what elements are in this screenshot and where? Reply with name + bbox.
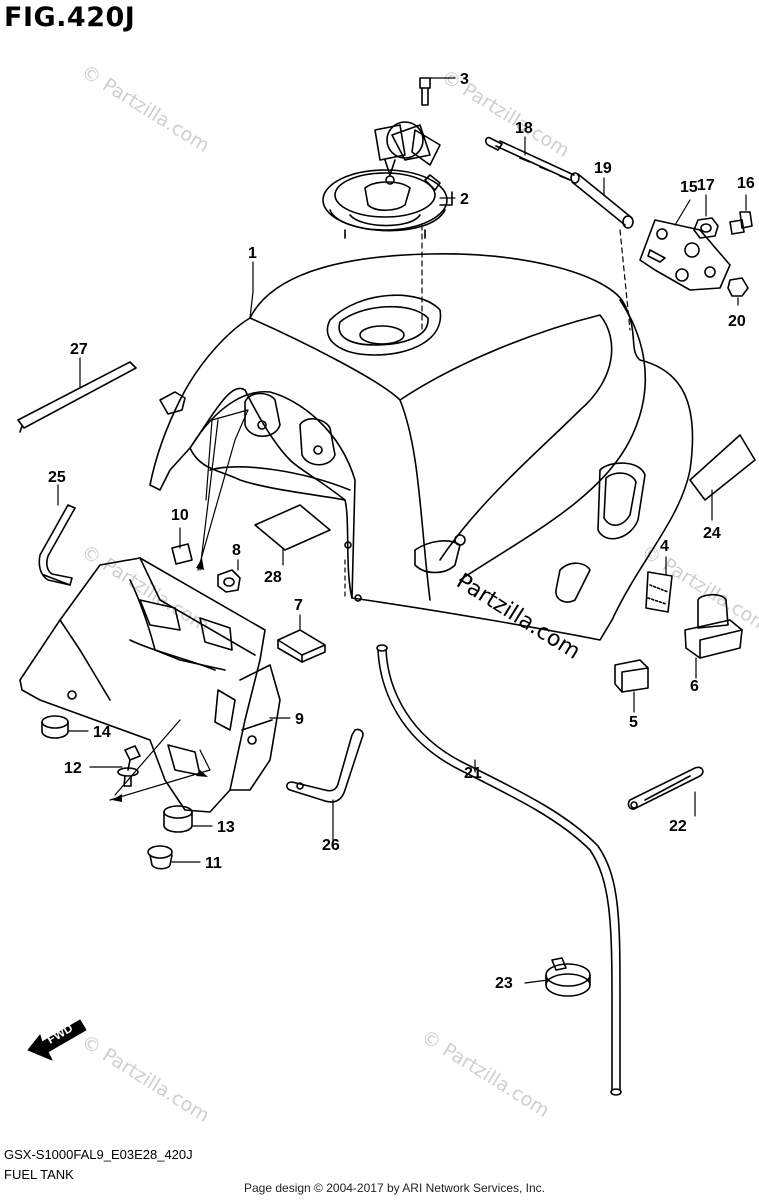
nut-17-part — [693, 217, 719, 239]
clamp-25-part — [38, 504, 76, 586]
bolt-16-part — [729, 211, 753, 235]
watermark-text: © Partzilla.com — [77, 1031, 213, 1127]
callout-12: 12 — [64, 760, 82, 777]
leader-arrowheads — [112, 558, 208, 802]
callout-3: 3 — [460, 71, 469, 88]
callout-21: 21 — [464, 765, 482, 782]
callout-28: 28 — [264, 569, 282, 586]
callout-6: 6 — [690, 678, 699, 695]
strap-22-part — [627, 766, 704, 810]
fuel-tank-part — [149, 253, 694, 641]
nut-20-part — [727, 277, 749, 297]
clip-10-part — [171, 543, 193, 565]
callout-2: 2 — [460, 191, 469, 208]
callout-17: 17 — [697, 177, 715, 194]
strip-27-part — [17, 361, 137, 433]
bracket-15-part — [639, 219, 731, 291]
diagram-name: FUEL TANK — [4, 1167, 74, 1182]
callout-19: 19 — [594, 160, 612, 177]
bolt-8-part — [217, 569, 241, 593]
copyright-notice: Page design © 2004-2017 by ARI Network S… — [244, 1181, 546, 1195]
grommet-14-part — [41, 715, 69, 739]
watermark-text: © Partzilla.com — [417, 1026, 553, 1122]
bracket-9-part — [19, 557, 281, 813]
callout-14: 14 — [93, 724, 111, 741]
model-code: GSX-S1000FAL9_E03E28_420J — [4, 1147, 193, 1162]
callout-1: 1 — [248, 245, 257, 262]
callout-4: 4 — [660, 538, 669, 555]
collar-11-part — [147, 845, 173, 870]
bolt-18-part — [485, 136, 575, 181]
label-24-part — [689, 434, 756, 501]
callout-7: 7 — [294, 597, 303, 614]
callout-15: 15 — [680, 179, 698, 196]
damper-4-part — [645, 571, 673, 613]
cushion-7-part — [277, 629, 326, 663]
clamp-26-part — [286, 728, 364, 803]
callout-23: 23 — [495, 975, 513, 992]
callout-13: 13 — [217, 819, 235, 836]
bolt-12-part — [117, 745, 141, 787]
callout-27: 27 — [70, 341, 88, 358]
forward-arrow: FWD — [27, 1019, 87, 1061]
callout-9: 9 — [295, 711, 304, 728]
figure-title: FIG.420J — [4, 2, 136, 33]
spacer-19-part — [570, 172, 634, 229]
callout-18: 18 — [515, 120, 533, 137]
callout-numbers: 3 2 1 18 19 15 17 16 20 27 25 10 8 28 7 … — [48, 71, 755, 992]
callout-11: 11 — [205, 855, 222, 872]
callout-10: 10 — [171, 507, 189, 524]
callout-5: 5 — [629, 714, 638, 731]
cushion-5-part — [614, 659, 649, 693]
callout-24: 24 — [703, 525, 721, 542]
callout-22: 22 — [669, 818, 687, 835]
callout-20: 20 — [728, 313, 746, 330]
hose-21-part — [376, 644, 622, 1096]
watermark-text: © Partzilla.com — [77, 61, 213, 157]
label-28-part — [254, 504, 331, 551]
callout-25: 25 — [48, 469, 66, 486]
watermark-text: © Partzilla.com — [437, 66, 573, 162]
cushion-6-part — [684, 593, 743, 659]
fuel-cap-part — [322, 77, 453, 239]
leader-lines — [57, 77, 747, 984]
callout-26: 26 — [322, 837, 340, 854]
callout-8: 8 — [232, 542, 241, 559]
callout-16: 16 — [737, 175, 755, 192]
hose-clamp-23-part — [545, 957, 591, 997]
